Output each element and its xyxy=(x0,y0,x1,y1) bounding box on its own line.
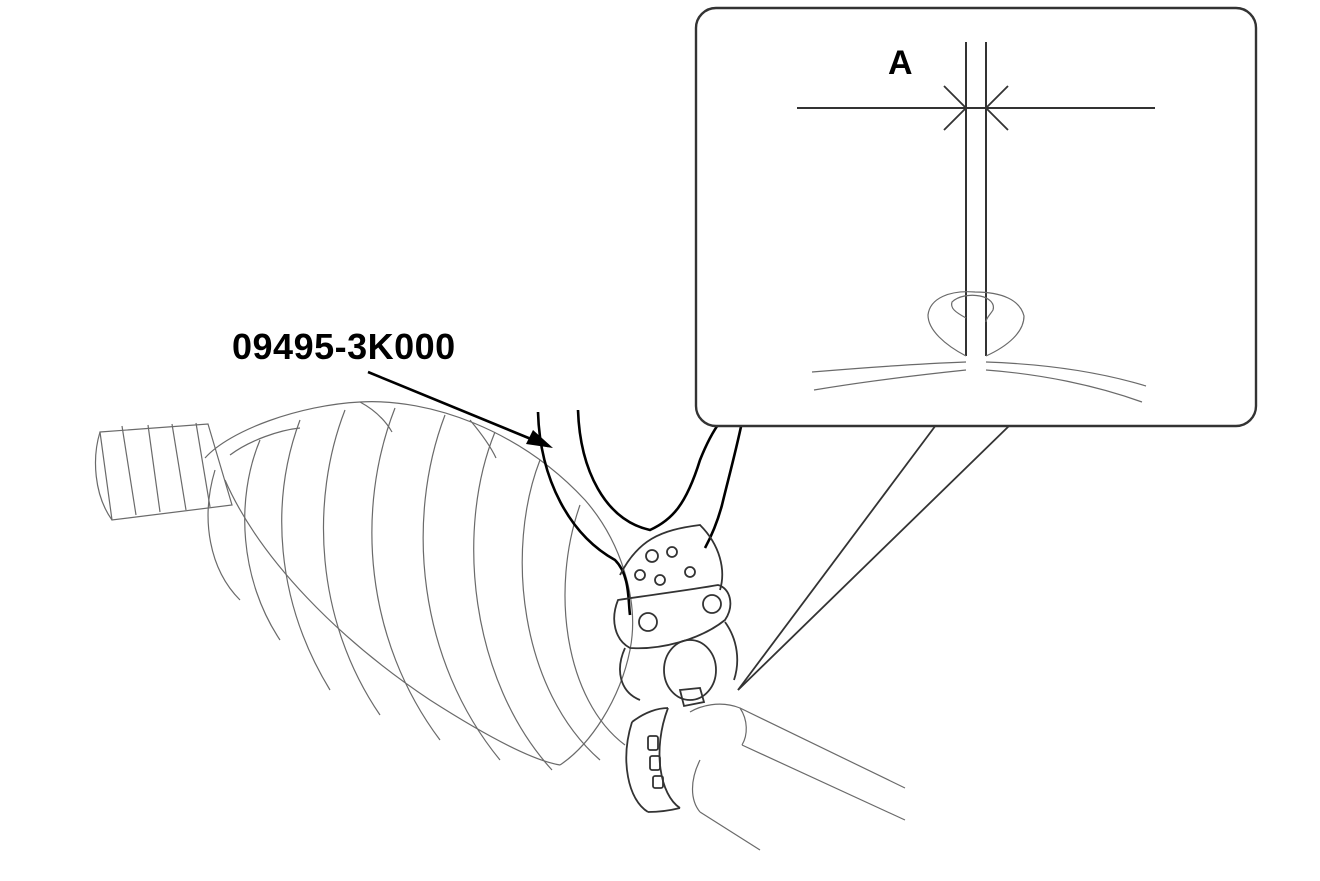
tool-leader-arrow xyxy=(367,370,553,448)
detail-callout xyxy=(694,6,1258,691)
clamp-pliers-tool xyxy=(536,409,744,701)
cv-joint-boot xyxy=(204,401,634,771)
tool-number-label: 09495-3K000 xyxy=(232,326,456,367)
boot-band-clamp xyxy=(625,687,706,813)
clamp-strap-detail xyxy=(811,42,1147,403)
dimension-a-marker xyxy=(797,85,1155,131)
shaft-spline-end xyxy=(94,422,233,521)
dimension-a-label: A xyxy=(888,44,913,82)
axle-shaft xyxy=(689,703,906,851)
